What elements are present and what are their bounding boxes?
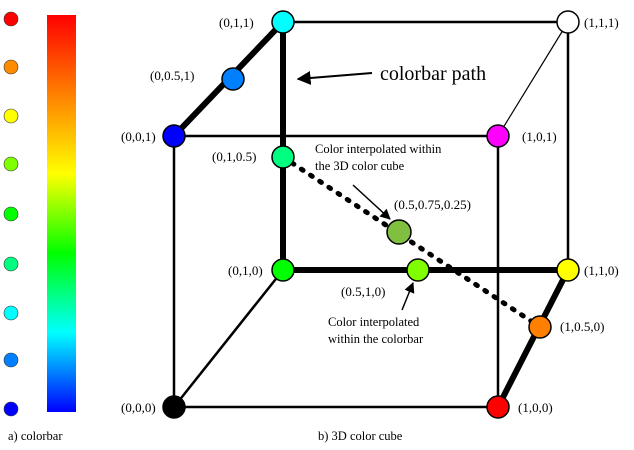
colorbar-dot <box>3 401 19 417</box>
cube-point-p100 <box>486 395 510 419</box>
label-p101: (1,0,1) <box>522 129 557 144</box>
cube-point-p0105 <box>271 145 295 169</box>
colorbar-gradient <box>47 15 76 412</box>
label-p000: (0,0,0) <box>121 400 156 415</box>
cube-annotation-line1: Color interpolated within <box>315 142 442 156</box>
edge-101-111 <box>497 21 569 137</box>
label-p0105: (0,1,0.5) <box>212 149 256 164</box>
label-p011: (0,1,1) <box>219 15 254 30</box>
label-p100: (1,0,0) <box>518 400 553 415</box>
label-p111: (1,1,1) <box>584 15 619 30</box>
cube-point-p110 <box>556 258 580 282</box>
colorbar-dot <box>3 206 19 222</box>
bar-annotation-arrow <box>401 282 415 311</box>
colorbar-dot <box>3 59 19 75</box>
colorbar-dot <box>3 305 19 321</box>
cube-point-p101 <box>486 124 510 148</box>
colorbar-dot <box>3 108 19 124</box>
label-p0510: (0.5,1,0) <box>341 284 385 299</box>
cube-point-p1050 <box>528 315 552 339</box>
cube-point-p001 <box>162 124 186 148</box>
cube-annotation-arrow <box>352 184 391 220</box>
label-p110: (1,1,0) <box>584 263 619 278</box>
bar-annotation-line1: Color interpolated <box>328 315 420 329</box>
colorbar-dots <box>3 11 19 417</box>
colorbar-path-arrow <box>296 71 373 85</box>
colorbar-caption: a) colorbar <box>8 429 63 443</box>
cube-point-p0051 <box>221 67 245 91</box>
colorbar-dot <box>3 156 19 172</box>
edge-000-010 <box>173 269 284 408</box>
label-pmid: (0.5,0.75,0.25) <box>394 197 471 212</box>
path-110-100 <box>495 267 571 410</box>
cube-annotation-line2: the 3D color cube <box>315 159 405 173</box>
cube-edges <box>172 20 570 409</box>
colorbar-panel: a) colorbar <box>3 11 76 443</box>
cube-interpolation-line <box>280 154 543 330</box>
cube-point-p011 <box>271 10 295 34</box>
cube-point-pmid <box>386 219 412 245</box>
cube-point-p0510 <box>406 258 430 282</box>
cube-points <box>162 10 580 419</box>
bar-annotation-line2: within the colorbar <box>328 332 424 346</box>
colorbar-dot <box>3 352 19 368</box>
label-p1050: (1,0.5,0) <box>560 319 604 334</box>
colorbar-dot <box>3 11 19 27</box>
color-cube-panel: (0,0,0) (1,0,0) (0,1,0) (1,1,0) (0,0,1) … <box>121 10 619 443</box>
cube-point-p000 <box>162 395 186 419</box>
cube-point-p010 <box>271 258 295 282</box>
cube-point-p111 <box>556 10 580 34</box>
label-p001: (0,0,1) <box>121 129 156 144</box>
colorbar-dot <box>3 256 19 272</box>
cube-caption: b) 3D color cube <box>318 429 403 443</box>
label-p010: (0,1,0) <box>228 263 263 278</box>
label-p0051: (0,0.5,1) <box>150 68 194 83</box>
colorbar-path-label: colorbar path <box>380 63 486 85</box>
